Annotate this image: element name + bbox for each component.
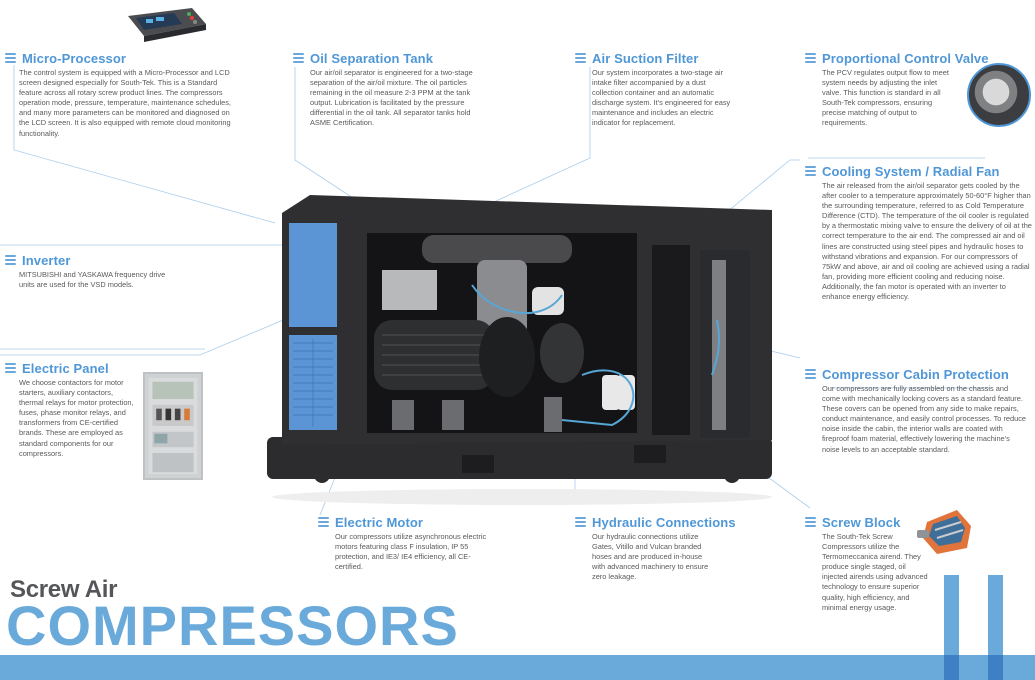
section-title: Compressor Cabin Protection [822, 366, 1009, 382]
menu-lines-icon [805, 517, 816, 527]
section-body: Our system incorporates a two-stage air … [592, 68, 731, 128]
menu-lines-icon [575, 53, 586, 63]
section-body: The air released from the air/oil separa… [822, 181, 1032, 302]
title-subheading: Screw Air [10, 576, 118, 603]
menu-lines-icon [293, 53, 304, 63]
section-body: The control system is equipped with a Mi… [19, 68, 231, 138]
compressor-illustration [267, 195, 772, 505]
section-body: Our air/oil separator is engineered for … [310, 68, 473, 128]
menu-lines-icon [5, 53, 16, 63]
menu-lines-icon [805, 166, 816, 176]
section-oil-separation-tank: Oil Separation Tank Our air/oil separato… [293, 50, 513, 129]
microprocessor-controller-image [128, 8, 206, 42]
menu-lines-icon [805, 53, 816, 63]
section-cabin-protection: Compressor Cabin Protection Our compress… [805, 366, 1035, 455]
bottom-accent-bar [0, 655, 1035, 680]
section-title: Air Suction Filter [592, 50, 699, 66]
section-title: Oil Separation Tank [310, 50, 434, 66]
section-title: Proportional Control Valve [822, 50, 989, 66]
section-title: Screw Block [822, 514, 901, 530]
section-electric-motor: Electric Motor Our compressors utilize a… [318, 514, 518, 572]
section-title: Micro-Processor [22, 50, 127, 66]
vertical-accent-bar-overlap-right [988, 655, 1003, 680]
section-screw-block: Screw Block The South-Tek Screw Compress… [805, 514, 935, 613]
section-cooling-system: Cooling System / Radial Fan The air rele… [805, 163, 1035, 302]
section-body: MITSUBISHI and YASKAWA frequency drive u… [19, 270, 166, 290]
section-body: We choose contactors for motor starters,… [19, 378, 134, 458]
section-electric-panel: Electric Panel We choose contactors for … [5, 360, 145, 459]
section-air-suction-filter: Air Suction Filter Our system incorporat… [575, 50, 775, 129]
section-body: The PCV regulates output flow to meet sy… [822, 68, 949, 128]
section-hydraulic-connections: Hydraulic Connections Our hydraulic conn… [575, 514, 775, 582]
section-title: Electric Panel [22, 360, 109, 376]
section-title: Cooling System / Radial Fan [822, 163, 1000, 179]
vertical-accent-bar-overlap-left [944, 655, 959, 680]
section-body: The South-Tek Screw Compressors utilize … [822, 532, 928, 612]
section-title: Inverter [22, 252, 71, 268]
menu-lines-icon [805, 369, 816, 379]
vertical-accent-bar-left [944, 575, 959, 680]
section-body: Our compressors utilize asynchronous ele… [335, 532, 487, 572]
section-inverter: Inverter MITSUBISHI and YASKAWA frequenc… [5, 252, 205, 290]
title-heading: COMPRESSORS [6, 594, 459, 657]
menu-lines-icon [5, 363, 16, 373]
screw-block-image [917, 510, 971, 554]
section-micro-processor: Micro-Processor The control system is eq… [5, 50, 285, 139]
vertical-accent-bar-right [988, 575, 1003, 680]
section-title: Electric Motor [335, 514, 424, 530]
section-body: Our compressors are fully assembled on t… [822, 384, 1027, 454]
menu-lines-icon [5, 255, 16, 265]
electric-panel-image [143, 372, 203, 480]
proportional-control-valve-image [967, 63, 1031, 127]
section-body: Our hydraulic connections utilize Gates,… [592, 532, 709, 582]
menu-lines-icon [318, 517, 329, 527]
menu-lines-icon [575, 517, 586, 527]
section-proportional-control-valve: Proportional Control Valve The PCV regul… [805, 50, 1035, 129]
section-title: Hydraulic Connections [592, 514, 736, 530]
